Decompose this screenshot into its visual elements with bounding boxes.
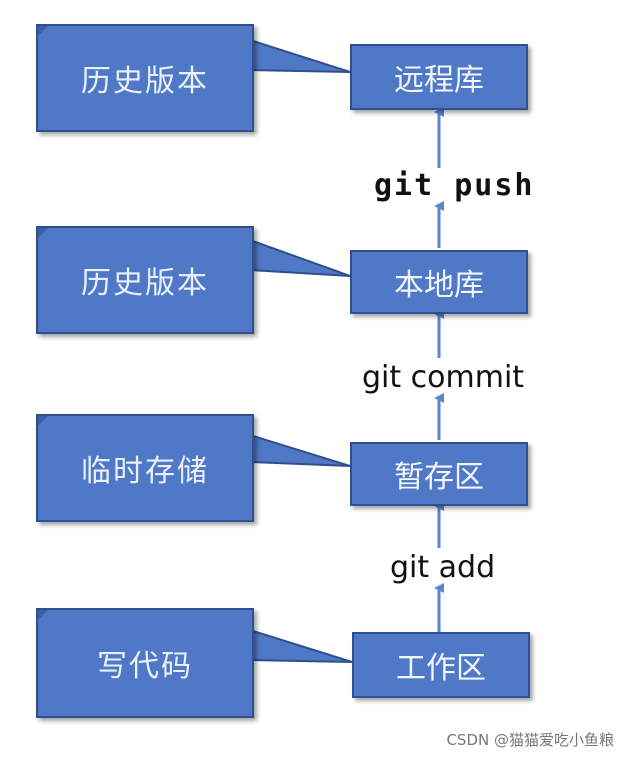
stage-local-repo: 本地库	[350, 250, 528, 314]
callout-remote-history: 历史版本	[36, 24, 254, 132]
callout-pointer-remote	[249, 38, 351, 73]
callout-label: 临时存储	[81, 454, 209, 489]
command-git-push: git push	[374, 168, 535, 203]
callout-pointer-workspace	[249, 628, 353, 663]
stage-label: 本地库	[394, 268, 484, 303]
callout-label: 写代码	[97, 649, 193, 684]
stage-staging-area: 暂存区	[350, 442, 528, 506]
command-git-commit: git commit	[362, 360, 525, 395]
stage-label: 工作区	[396, 651, 486, 686]
watermark: CSDN @猫猫爱吃小鱼粮	[446, 731, 614, 749]
command-git-add: git add	[390, 550, 496, 585]
callout-corner	[38, 416, 48, 426]
stage-workspace: 工作区	[352, 632, 530, 698]
callout-corner	[38, 228, 48, 238]
callout-corner	[38, 26, 48, 36]
stage-remote-repo: 远程库	[350, 44, 528, 110]
callout-label: 历史版本	[81, 266, 209, 301]
callout-label: 历史版本	[81, 64, 209, 99]
stage-label: 远程库	[394, 63, 484, 98]
callout-write-code: 写代码	[36, 608, 254, 718]
callout-pointer-local	[249, 238, 351, 277]
callout-pointer-staging	[249, 433, 351, 467]
callout-corner	[38, 610, 48, 620]
callout-staging-temp: 临时存储	[36, 414, 254, 522]
stage-label: 暂存区	[394, 460, 484, 495]
callout-local-history: 历史版本	[36, 226, 254, 334]
